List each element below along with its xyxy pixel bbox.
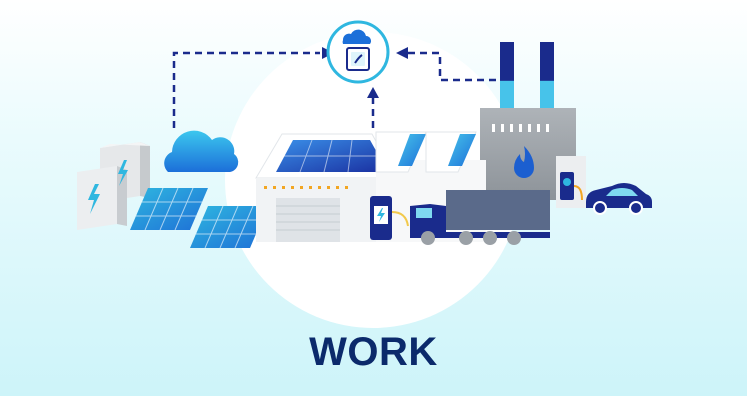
battery-icon — [77, 142, 150, 230]
connection-lines — [172, 51, 496, 128]
ev-charger-icon — [556, 156, 586, 208]
truck-icon — [410, 190, 550, 245]
car-icon — [586, 183, 652, 215]
ev-charger-icon — [370, 196, 409, 240]
flame-icon — [514, 146, 534, 178]
factory-icon — [480, 42, 576, 200]
solar-panel-icon — [130, 187, 268, 249]
cloud-icon — [164, 130, 239, 172]
section-title: WORK — [309, 330, 438, 374]
cloud-hub-icon — [326, 20, 390, 84]
